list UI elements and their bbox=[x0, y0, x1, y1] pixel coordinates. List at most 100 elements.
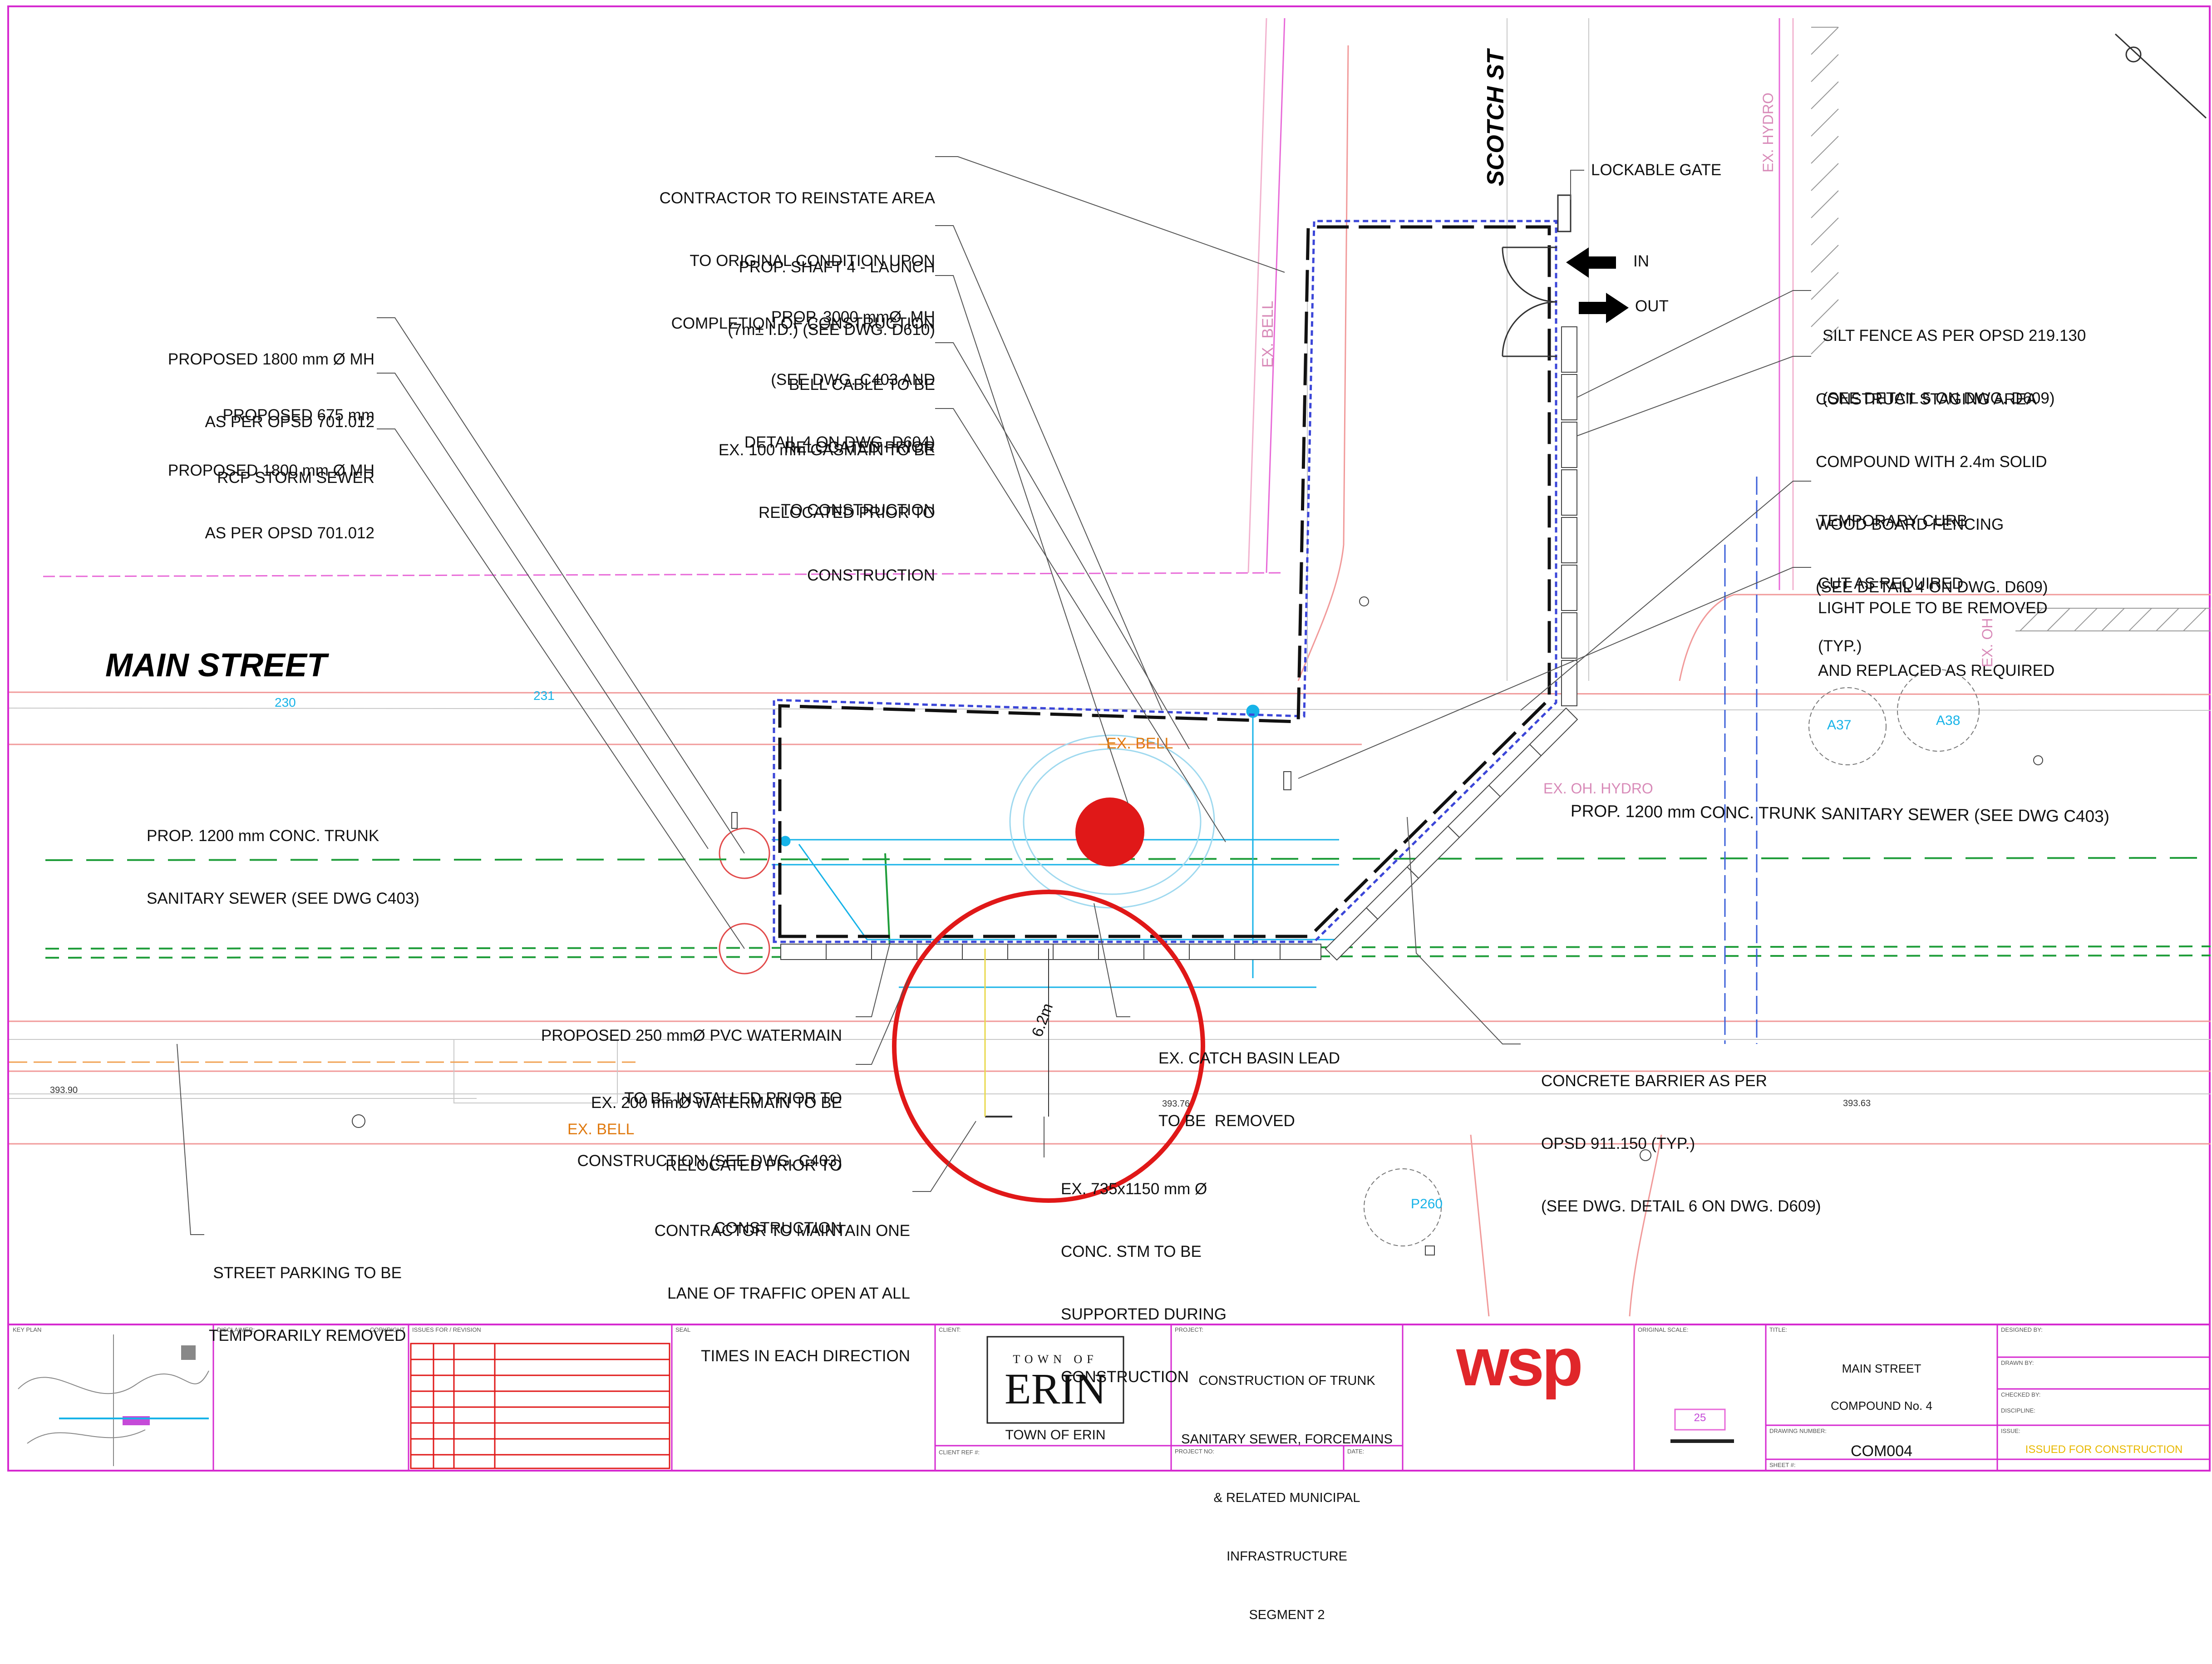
note-reinstate: CONTRACTOR TO REINSTATE AREA TO ORIGINAL… bbox=[590, 146, 935, 376]
elevation-left: 393.90 bbox=[50, 1085, 78, 1095]
note-line: RELOCATED PRIOR bbox=[784, 438, 935, 456]
title-line-1: MAIN STREET bbox=[1842, 1362, 1921, 1375]
original-scale-label: ORIGINAL SCALE: bbox=[1638, 1326, 1689, 1333]
cyan-utility-lines bbox=[772, 477, 1758, 1044]
note-curb-cut: TEMPORARY CURB CUT AS REQUIRED (TYP.) bbox=[1818, 469, 1967, 699]
note-line: SANITARY SEWER (SEE DWG C403) bbox=[147, 890, 419, 907]
copyright-label: COPYRIGHT bbox=[370, 1326, 405, 1333]
gate-in-label: IN bbox=[1633, 252, 1649, 270]
ex-hydro-vertical-label: EX. HYDRO bbox=[1760, 92, 1776, 172]
note-barrier: CONCRETE BARRIER AS PER OPSD 911.150 (TY… bbox=[1541, 1029, 1821, 1259]
note-line: EX. 735x1150 mm Ø bbox=[1061, 1180, 1207, 1198]
drawing-sheet: MAIN STREET SCOTCH ST CONTRACTOR TO REIN… bbox=[7, 5, 2211, 1622]
project-line: SANITARY SEWER, FORCEMAINS bbox=[1181, 1432, 1393, 1447]
note-line: LIGHT POLE TO BE REMOVED bbox=[1818, 599, 2048, 617]
note-bell-cable: BELL CABLE TO BE RELOCATED PRIOR TO CONS… bbox=[590, 333, 935, 562]
title-label: TITLE: bbox=[1769, 1326, 1788, 1333]
ex-bell-label-bottom: EX. BELL bbox=[567, 1121, 635, 1138]
ex-oh-hydro-label: EX. OH. HYDRO bbox=[1543, 780, 1653, 797]
note-light-pole: LIGHT POLE TO BE REMOVED AND REPLACED AS… bbox=[1818, 556, 2054, 723]
note-line: PROP. SHAFT 4 - LAUNCH bbox=[739, 258, 935, 276]
note-watermain-200: EX. 200 mmØ WATERMAIN TO BE RELOCATED PR… bbox=[454, 1051, 842, 1280]
note-watermain-250: PROPOSED 250 mmØ PVC WATERMAIN TO BE INS… bbox=[454, 984, 842, 1213]
note-line: BELL CABLE TO BE bbox=[788, 376, 935, 394]
elevation-right: 393.63 bbox=[1843, 1098, 1871, 1108]
note-line: CONTRACTOR TO MAINTAIN ONE bbox=[654, 1222, 910, 1240]
disclaimer-label: DISCLAIMER: bbox=[217, 1326, 255, 1333]
client-ref-label: CLIENT REF #: bbox=[939, 1449, 980, 1456]
tree-label-a38: A38 bbox=[1936, 713, 1961, 728]
note-trunk-left: PROP. 1200 mm CONC. TRUNK SANITARY SEWER… bbox=[147, 784, 419, 951]
note-line: (SEE DWG. C403 AND bbox=[771, 371, 935, 389]
note-line: TO BE REMOVED bbox=[1158, 1112, 1295, 1130]
note-line: CONSTRUCTION (SEE DWG. C403) bbox=[577, 1152, 842, 1170]
note-silt-fence: SILT FENCE AS PER OPSD 219.130 (SEE DETA… bbox=[1823, 284, 2086, 451]
note-line: PROPOSED 1800 mm Ø MH bbox=[168, 462, 374, 479]
note-line: TEMPORARILY REMOVED bbox=[209, 1327, 406, 1344]
note-line: WOOD BOARD FENCING bbox=[1816, 516, 2004, 533]
note-line: TO BE INSTALLED PRIOR TO bbox=[624, 1089, 842, 1107]
drawing-number-label: DRAWING NUMBER: bbox=[1769, 1428, 1827, 1434]
highlight-circle bbox=[892, 890, 1205, 1203]
note-line: AS PER OPSD 701.012 bbox=[205, 524, 374, 542]
note-storm: PROPOSED 675 mm RCP STORM SEWER bbox=[91, 363, 374, 530]
scotch-street-label: SCOTCH ST bbox=[1483, 49, 1509, 186]
project-line: CONSTRUCTION OF TRUNK bbox=[1198, 1374, 1375, 1388]
note-line: PROP. 3000 mmØ MH bbox=[771, 308, 935, 326]
project-line: SEGMENT 2 bbox=[1249, 1608, 1325, 1622]
client-name: TOWN OF ERIN bbox=[1005, 1428, 1106, 1442]
site-plan-linework bbox=[7, 5, 2211, 1472]
note-line: (SEE DETAIL 4 ON DWG. D609) bbox=[1816, 578, 2048, 596]
note-line: TO ORIGINAL CONDITION UPON bbox=[690, 252, 935, 270]
scale-bar bbox=[1670, 1408, 1734, 1443]
note-gasmain: EX. 100 mm GASMAIN TO BE RELOCATED PRIOR… bbox=[590, 398, 935, 628]
note-line: TIMES IN EACH DIRECTION bbox=[701, 1347, 910, 1365]
client-logo-top: TOWN OF bbox=[1013, 1353, 1098, 1366]
note-shaft: PROP. SHAFT 4 - LAUNCH (7m± I.D.) (SEE D… bbox=[590, 215, 935, 382]
note-line: CUT AS REQUIRED bbox=[1818, 575, 1964, 592]
issues-label: ISSUES FOR / REVISION bbox=[412, 1326, 481, 1333]
note-line: (SEE DWG. DETAIL 6 ON DWG. D609) bbox=[1541, 1197, 1821, 1215]
note-line: STREET PARKING TO BE bbox=[213, 1264, 402, 1282]
note-line: TO CONSTRUCTION bbox=[781, 501, 935, 519]
note-line: SILT FENCE AS PER OPSD 219.130 bbox=[1823, 327, 2086, 345]
lockable-gate bbox=[1502, 194, 1572, 357]
note-catch-basin: EX. CATCH BASIN LEAD TO BE REMOVED bbox=[1158, 1006, 1340, 1173]
issue-label: ISSUE: bbox=[2001, 1428, 2020, 1434]
ex-bell-label-top: EX. BELL bbox=[1106, 735, 1173, 752]
note-line: CONC. STM TO BE bbox=[1061, 1243, 1202, 1260]
note-line: CONTRACTOR TO REINSTATE AREA bbox=[659, 189, 935, 207]
project-lines: CONSTRUCTION OF TRUNK SANITARY SEWER, FO… bbox=[1173, 1332, 1400, 1664]
note-line: RCP STORM SEWER bbox=[217, 469, 374, 487]
discipline-label: DISCIPLINE: bbox=[2001, 1407, 2035, 1414]
project-line: INFRASTRUCTURE bbox=[1227, 1549, 1347, 1564]
note-line: DETAIL 4 ON DWG. D604) bbox=[744, 433, 935, 451]
road-edges bbox=[9, 45, 2211, 1317]
note-line: EX. CATCH BASIN LEAD bbox=[1158, 1049, 1340, 1067]
note-line: CONCRETE BARRIER AS PER bbox=[1541, 1072, 1767, 1090]
leader-lines bbox=[177, 156, 1811, 1235]
station-231: 231 bbox=[533, 689, 555, 703]
scale-value: 25 bbox=[1694, 1412, 1706, 1424]
north-arrow bbox=[2114, 33, 2207, 119]
staging-compound-outline bbox=[773, 220, 1557, 943]
elevation-mid: 393.76 bbox=[1162, 1099, 1190, 1109]
sheet-label: SHEET #: bbox=[1769, 1462, 1796, 1468]
note-line: RELOCATED PRIOR TO bbox=[665, 1157, 842, 1174]
designed-by-label: DESIGNED BY: bbox=[2001, 1326, 2043, 1333]
building-hatch bbox=[1811, 27, 2211, 631]
note-line: CONSTRUCT STAGING AREA bbox=[1816, 390, 2037, 408]
traffic-arrows bbox=[1566, 247, 1629, 323]
project-no-label: PROJECT NO: bbox=[1175, 1448, 1215, 1455]
station-230: 230 bbox=[275, 695, 296, 709]
note-line: OPSD 911.150 (TYP.) bbox=[1541, 1135, 1695, 1152]
note-line: COMPLETION OF CONSTRUCTION bbox=[671, 315, 935, 332]
misc-symbols bbox=[352, 596, 2043, 1255]
concrete-barriers bbox=[780, 326, 1578, 961]
note-line: COMPOUND WITH 2.4m SOLID bbox=[1816, 453, 2047, 471]
drawing-number: COM004 bbox=[1850, 1442, 1913, 1460]
tree-label-p260: P260 bbox=[1411, 1196, 1443, 1211]
revision-table bbox=[410, 1343, 670, 1469]
note-line: CONSTRUCTION bbox=[1061, 1368, 1189, 1386]
note-line: EX. 100 mm GASMAIN TO BE bbox=[718, 441, 935, 459]
